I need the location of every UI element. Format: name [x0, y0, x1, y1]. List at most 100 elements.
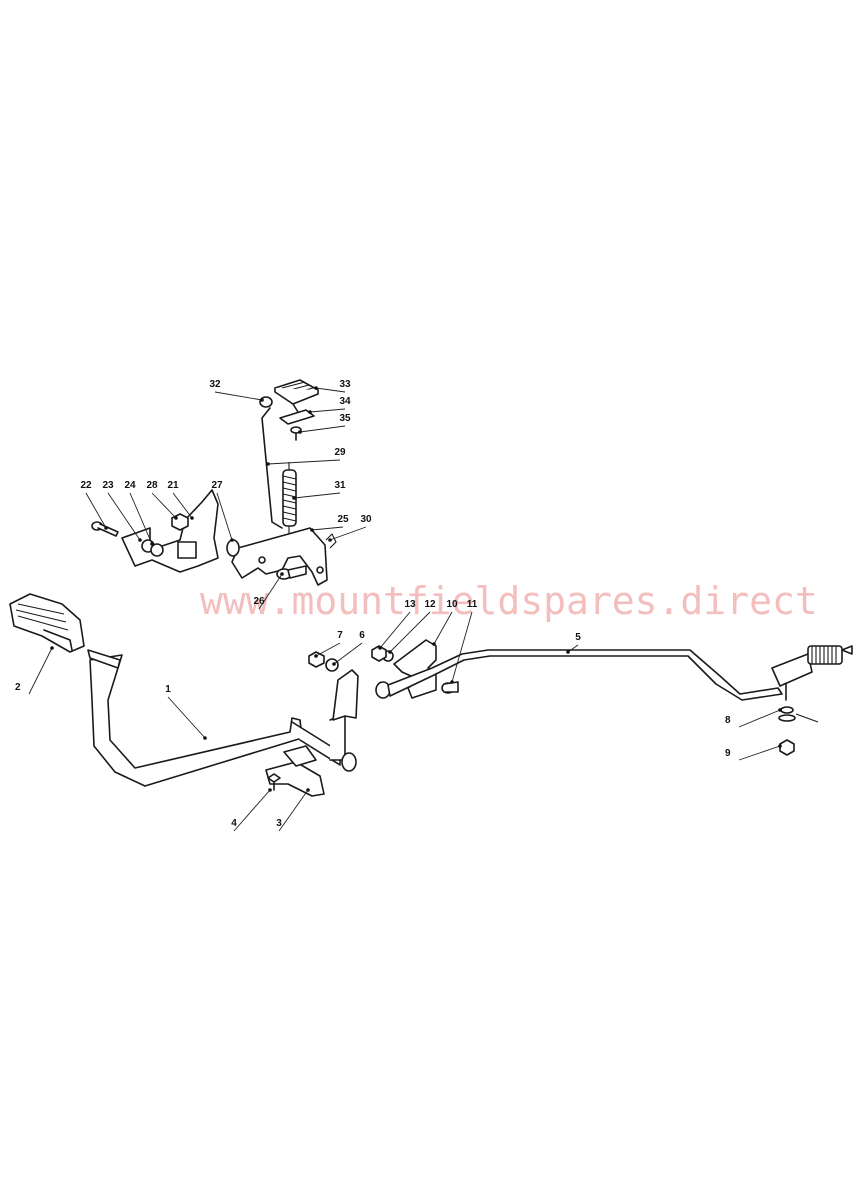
callout-11: 11 [450, 599, 478, 684]
callout-number: 33 [339, 379, 351, 390]
callout-number: 10 [446, 599, 458, 610]
callout-13: 13 [378, 599, 416, 650]
callout-leader-dot [378, 646, 382, 650]
callout-leader-line [315, 387, 346, 393]
callout-leader-dot [566, 650, 570, 654]
callout-30: 30 [328, 514, 372, 542]
callout-number: 11 [467, 599, 478, 610]
callout-27: 27 [211, 480, 234, 542]
callout-number: 21 [167, 480, 179, 491]
callout-leader-line [172, 492, 193, 519]
callout-number: 3 [276, 818, 282, 829]
callout-3: 3 [276, 788, 310, 832]
callout-number: 31 [334, 480, 346, 491]
callout-number: 34 [339, 396, 351, 407]
callout-leader-line [258, 573, 283, 610]
part-bushing [226, 539, 240, 557]
callout-number: 27 [211, 480, 223, 491]
callout-leader-dot [268, 788, 272, 792]
part-pedal-bracket [279, 403, 315, 425]
callout-31: 31 [292, 480, 346, 500]
callout-number: 23 [102, 480, 114, 491]
callout-number: 28 [146, 480, 158, 491]
callout-number: 12 [424, 599, 436, 610]
callout-26: 26 [253, 572, 284, 610]
part-bolt-11 [441, 681, 459, 694]
callout-5: 5 [566, 632, 581, 654]
callout-leader-line [738, 745, 781, 761]
part-bolt-22 [91, 521, 119, 537]
callout-leader-dot [388, 650, 392, 654]
callout-number: 25 [337, 514, 349, 525]
callout-number: 29 [334, 447, 346, 458]
part-nut-13 [371, 645, 387, 662]
part-lever-plate [332, 669, 359, 721]
part-screw-4 [267, 773, 281, 791]
part-nut-7 [308, 651, 325, 668]
part-bolt-26 [276, 565, 307, 580]
callout-leader-line [107, 492, 141, 541]
callout-number: 8 [725, 715, 731, 726]
callout-leader-dot [314, 654, 318, 658]
callout-33: 33 [314, 379, 351, 393]
callout-leader-line [167, 696, 206, 739]
callout-25: 25 [310, 514, 349, 532]
callout-leader-dot [450, 680, 454, 684]
callout-leader-dot [203, 736, 207, 740]
callout-number: 1 [165, 684, 171, 695]
callout-leader-dot [104, 526, 108, 530]
callout-number: 24 [124, 480, 136, 491]
callout-4: 4 [231, 788, 272, 832]
callout-leader-dot [174, 516, 178, 520]
callout-21: 21 [167, 480, 194, 520]
callout-leader-dot [306, 788, 310, 792]
callout-leader-line [129, 492, 153, 545]
callout-9: 9 [725, 744, 782, 761]
part-rod [261, 407, 283, 529]
callout-number: 4 [231, 818, 237, 829]
callout-8: 8 [725, 708, 782, 728]
callout-leader-dot [138, 538, 142, 542]
callout-leader-line [214, 391, 263, 401]
callout-number: 7 [337, 630, 343, 641]
callout-leader-line [293, 492, 341, 499]
callout-24: 24 [124, 480, 154, 546]
callout-number: 30 [360, 514, 372, 525]
part-pedal-arm [89, 654, 303, 787]
callout-leader-line [389, 611, 431, 653]
callout-leader-line [267, 459, 341, 465]
callout-22: 22 [80, 480, 108, 530]
callout-leader-line [379, 611, 411, 649]
callout-leader-line [28, 647, 53, 695]
callout-34: 34 [308, 396, 351, 414]
callout-leader-dot [332, 662, 336, 666]
callout-leader-dot [298, 430, 302, 434]
callout-number: 26 [253, 596, 265, 607]
callout-23: 23 [102, 480, 142, 542]
part-mounting-bracket [121, 489, 219, 573]
callout-leader-line [333, 642, 363, 665]
part-nut-9 [779, 739, 795, 756]
callout-number: 5 [575, 632, 581, 643]
callout-leader-dot [778, 744, 782, 748]
part-brake-rod [375, 649, 783, 701]
callout-6: 6 [332, 630, 365, 666]
callout-number: 13 [404, 599, 416, 610]
part-washer-8 [778, 706, 819, 723]
callout-1: 1 [165, 684, 207, 740]
part-spring [282, 462, 297, 536]
callout-number: 35 [339, 413, 351, 424]
callout-leader-dot [190, 516, 194, 520]
callout-number: 6 [359, 630, 365, 641]
callout-2: 2 [15, 646, 54, 695]
callout-leader-dot [230, 538, 234, 542]
callout-28: 28 [146, 480, 178, 520]
callout-leader-dot [280, 572, 284, 576]
callout-number: 22 [80, 480, 92, 491]
callout-leader-line [151, 492, 177, 519]
callout-leader-line [315, 642, 341, 657]
callout-leader-dot [292, 496, 296, 500]
callout-leader-dot [50, 646, 54, 650]
callout-leader-line [433, 611, 453, 645]
